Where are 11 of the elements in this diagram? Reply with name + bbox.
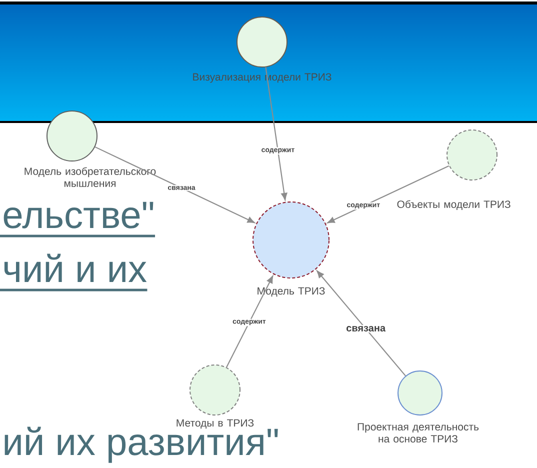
edge-label: связана	[345, 325, 387, 332]
arrow	[94, 146, 255, 224]
heading-text: чий и их	[4, 254, 147, 282]
heading-text: ельстве"	[4, 202, 154, 228]
node-label: Проектная деятельность на основе ТРИЗ	[358, 423, 479, 443]
arrow	[327, 165, 450, 224]
node-label: Методы в ТРИЗ	[176, 419, 254, 429]
arrow	[316, 270, 406, 376]
arrow	[226, 276, 274, 368]
node-label: Объекты модели ТРИЗ	[397, 200, 510, 210]
arrow	[265, 67, 288, 200]
